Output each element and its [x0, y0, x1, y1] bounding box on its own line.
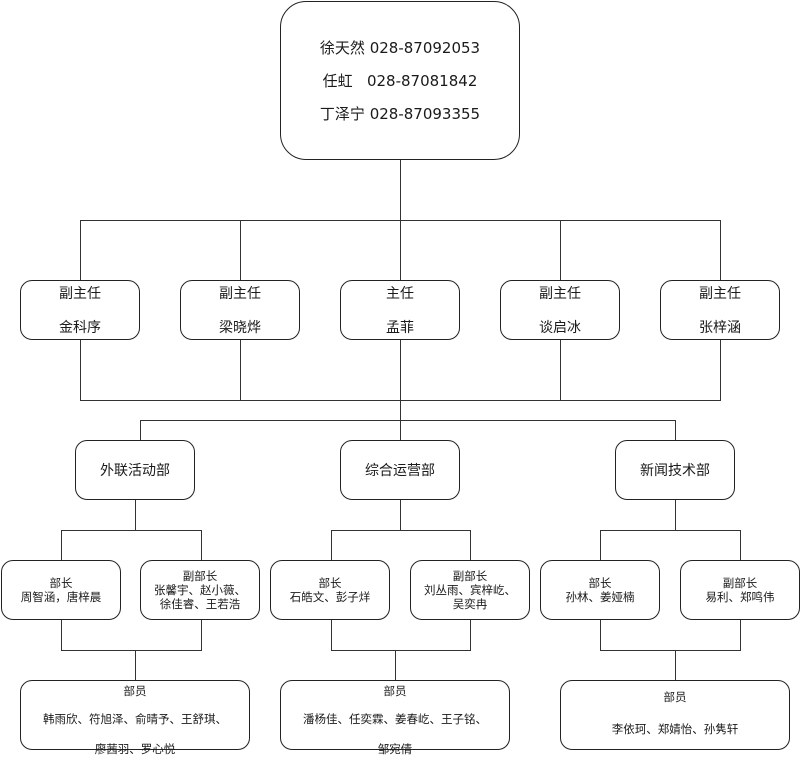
department-name: 综合运营部	[365, 463, 435, 479]
connector	[61, 650, 202, 652]
leader-box: 副主任 金科序	[20, 280, 140, 340]
head-names: 周智涵，唐梓晨	[20, 590, 102, 604]
connector	[470, 620, 472, 650]
connector	[80, 220, 82, 280]
connector	[400, 340, 402, 440]
members-names: 廖茜羽、罗心悦	[94, 742, 176, 756]
head-names: 石皓文、彭子烊	[289, 590, 371, 604]
connector	[600, 650, 741, 652]
head-title: 部长	[49, 576, 73, 590]
deputy-title: 副部长	[452, 569, 488, 583]
connector	[80, 400, 721, 402]
connector	[675, 500, 677, 530]
connector	[201, 530, 203, 560]
connector	[61, 620, 63, 650]
connector	[331, 650, 471, 652]
leader-box: 副主任 梁晓烨	[180, 280, 300, 340]
leader-name: 张梓涵	[699, 320, 741, 336]
connector	[331, 530, 471, 532]
connector	[400, 160, 402, 220]
members-names: 韩雨欣、符旭泽、俞晴予、王舒琪、	[43, 712, 227, 726]
members-box: 部员 潘杨佳、任奕霖、姜春屹、王子铭、 邹宛倩	[280, 680, 510, 756]
connector	[140, 420, 676, 422]
department-name: 外联活动部	[100, 463, 170, 479]
head-names: 孙林、姜娅楠	[565, 590, 635, 604]
contact-row: 徐天然 028-87092053	[319, 39, 481, 57]
members-title: 部员	[663, 690, 687, 704]
leader-box: 副主任 谈启冰	[500, 280, 620, 340]
members-title: 部员	[123, 684, 147, 698]
connector	[331, 530, 333, 560]
connector	[600, 620, 602, 650]
members-title: 部员	[383, 684, 407, 698]
connector	[470, 530, 472, 560]
connector	[560, 340, 562, 400]
connector	[740, 620, 742, 650]
deputy-title: 副部长	[722, 576, 758, 590]
connector	[61, 530, 202, 532]
connector	[675, 420, 677, 440]
deputy-names: 徐佳睿、王若浩	[159, 597, 241, 611]
connector	[80, 340, 82, 400]
connector	[600, 530, 602, 560]
leader-title: 副主任	[539, 286, 581, 302]
department-head-box: 部长 石皓文、彭子烊	[270, 560, 390, 620]
connector	[560, 220, 562, 280]
connector	[61, 530, 63, 560]
members-box: 部员 李依珂、郑婧怡、孙隽轩	[560, 680, 790, 750]
connector	[720, 220, 722, 280]
connector	[140, 420, 142, 440]
leader-name: 梁晓烨	[219, 320, 261, 336]
leader-name: 金科序	[59, 320, 101, 336]
leader-box: 主任 孟菲	[340, 280, 460, 340]
connector	[395, 650, 397, 680]
department-name: 新闻技术部	[640, 463, 710, 479]
connector	[240, 340, 242, 400]
leader-name: 孟菲	[386, 320, 414, 336]
members-box: 部员 韩雨欣、符旭泽、俞晴予、王舒琪、 廖茜羽、罗心悦	[20, 680, 250, 756]
leader-title: 副主任	[219, 286, 261, 302]
deputy-names: 吴奕冉	[452, 597, 488, 611]
department-head-box: 部长 周智涵，唐梓晨	[1, 560, 121, 620]
connector	[400, 220, 402, 280]
members-names: 潘杨佳、任奕霖、姜春屹、王子铭、	[303, 712, 487, 726]
leader-title: 副主任	[59, 286, 101, 302]
deputy-names: 刘丛雨、宾梓屹、	[424, 583, 516, 597]
deputy-title: 副部长	[182, 569, 218, 583]
leader-title: 副主任	[699, 286, 741, 302]
deputy-head-box: 副部长 易利、郑鸣伟	[680, 560, 800, 620]
deputy-head-box: 副部长 张馨宇、赵小薇、 徐佳睿、王若浩	[140, 560, 260, 620]
connector	[135, 650, 137, 680]
leader-title: 主任	[386, 286, 414, 302]
members-names: 邹宛倩	[377, 742, 413, 756]
connector	[201, 620, 203, 650]
leader-name: 谈启冰	[539, 320, 581, 336]
members-names: 李依珂、郑婧怡、孙隽轩	[611, 722, 739, 736]
connector	[600, 530, 741, 532]
head-title: 部长	[588, 576, 612, 590]
department-box: 综合运营部	[340, 440, 460, 500]
connector	[331, 620, 333, 650]
contact-row: 任虹 028-87081842	[322, 72, 478, 90]
head-title: 部长	[318, 576, 342, 590]
department-box: 新闻技术部	[615, 440, 735, 500]
contact-box: 徐天然 028-87092053 任虹 028-87081842 丁泽宁 028…	[280, 1, 520, 160]
department-box: 外联活动部	[75, 440, 195, 500]
connector	[675, 650, 677, 680]
leader-box: 副主任 张梓涵	[660, 280, 780, 340]
department-head-box: 部长 孙林、姜娅楠	[540, 560, 660, 620]
deputy-names: 易利、郑鸣伟	[705, 590, 775, 604]
connector	[720, 340, 722, 400]
connector	[400, 500, 402, 530]
contact-row: 丁泽宁 028-87093355	[319, 105, 481, 123]
deputy-head-box: 副部长 刘丛雨、宾梓屹、 吴奕冉	[410, 560, 530, 620]
connector	[135, 500, 137, 530]
deputy-names: 张馨宇、赵小薇、	[154, 583, 246, 597]
connector	[240, 220, 242, 280]
connector	[740, 530, 742, 560]
